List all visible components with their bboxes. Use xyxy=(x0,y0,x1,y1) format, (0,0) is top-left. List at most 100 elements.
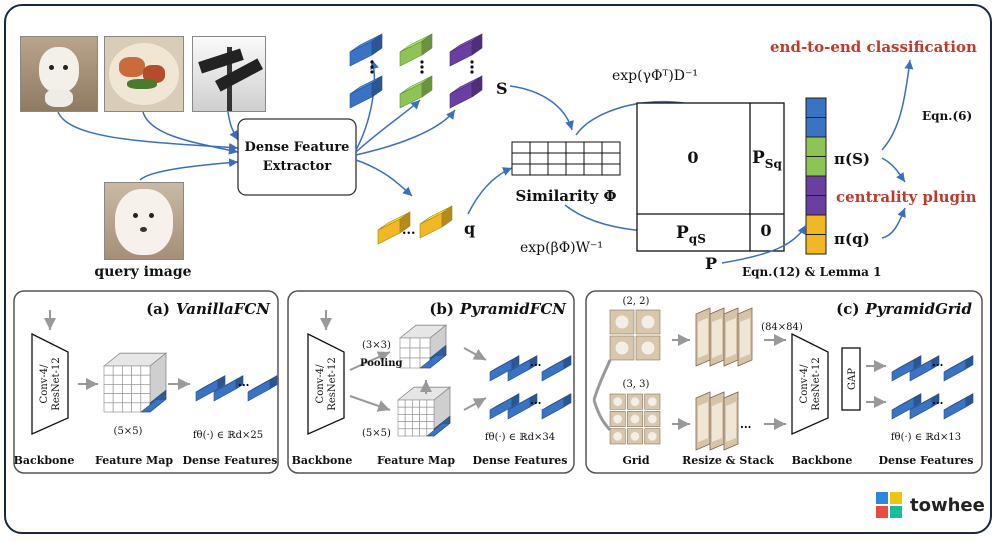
support-feature-2-dots xyxy=(420,60,424,74)
panel-c-formula: fθ(·) ∈ ℝd×13 xyxy=(891,432,961,443)
panel-b-label-dense: Dense Features xyxy=(473,454,568,467)
extractor-label-1: Dense Feature xyxy=(245,140,350,155)
similarity-cell xyxy=(565,163,585,176)
eqn12-arrow xyxy=(721,224,807,264)
dense-feature-5 xyxy=(909,393,940,420)
panel-c-label-dense: Dense Features xyxy=(879,454,974,467)
stack-dots: ... xyxy=(740,418,752,431)
vector-cell xyxy=(805,156,827,177)
panel-c-label-grid: Grid xyxy=(622,454,649,467)
feature-map-5x5 xyxy=(102,352,168,413)
panel-b-dense-features: ...... xyxy=(489,355,572,420)
panel-c-dense-features: ...... xyxy=(891,355,974,420)
similarity-cell xyxy=(547,141,567,154)
similarity-cell xyxy=(529,141,549,154)
panel-c-resize-stack: ... xyxy=(695,307,753,451)
panel-c-label-resize: Resize & Stack xyxy=(682,454,774,467)
support-features xyxy=(349,33,483,109)
similarity-cell xyxy=(583,141,603,154)
panel-a-dense-features: ... xyxy=(195,375,278,402)
similarity-cell xyxy=(511,163,531,176)
panel-a-label-backbone: Backbone xyxy=(14,454,75,467)
brand-name: towhee xyxy=(910,494,985,516)
similarity-cell xyxy=(601,152,621,165)
dense-feature-4 xyxy=(891,393,922,420)
stack-2x2 xyxy=(695,307,753,367)
panel-a-backbone xyxy=(31,332,69,436)
diagram-frame xyxy=(4,4,992,534)
dense-dots: ... xyxy=(932,394,944,407)
panel-a-backbone-text: Conv-4/ResNet-12 xyxy=(39,357,62,410)
dense-feature-1 xyxy=(489,355,520,382)
similarity-cell xyxy=(511,152,531,165)
dense-feature-3 xyxy=(943,355,974,382)
P-qS-label: PqS xyxy=(676,223,706,246)
panel-c-split-up xyxy=(592,359,612,401)
dense-feature-2 xyxy=(507,355,538,382)
dense-feature-5 xyxy=(507,393,538,420)
P-Sq-label: PSq xyxy=(752,148,782,171)
panel-c-grids xyxy=(609,309,661,445)
panel-c-resize-size: (84×84) xyxy=(761,322,803,333)
similarity-cell xyxy=(565,152,585,165)
similarity-label: Similarity Φ xyxy=(515,187,616,205)
support-feature-1-bottom xyxy=(349,75,383,109)
dense-feature-4 xyxy=(489,393,520,420)
food-photo xyxy=(104,36,184,112)
panel-b xyxy=(287,290,575,474)
support-feature-2-bottom xyxy=(399,75,433,109)
panel-b-pooling: Pooling xyxy=(360,358,402,369)
dense-feature-6 xyxy=(541,393,572,420)
vector-cell xyxy=(805,234,827,255)
support-feature-3-dots xyxy=(470,60,474,74)
extractor-label-2: Extractor xyxy=(263,159,332,174)
similarity-cell xyxy=(547,163,567,176)
dense-feature-6 xyxy=(943,393,974,420)
similarity-matrix xyxy=(511,141,621,176)
panel-c-split-down xyxy=(592,399,612,431)
pi-q-to-plugin-arrow xyxy=(881,207,906,239)
dense-dots: ... xyxy=(530,394,542,407)
panel-b-label-backbone: Backbone xyxy=(292,454,353,467)
towhee-logo-icon xyxy=(876,492,902,518)
P-label: P xyxy=(705,254,717,273)
towhee-logo: towhee xyxy=(876,492,985,518)
panel-b-title: (b)PyramidFCN xyxy=(429,300,567,318)
S-label: S xyxy=(496,79,508,98)
panel-b-label-feature-map: Feature Map xyxy=(377,454,455,467)
similarity-cell xyxy=(583,163,603,176)
panel-c xyxy=(585,290,983,474)
dense-dots: ... xyxy=(238,376,250,389)
dense-feature-1 xyxy=(891,355,922,382)
q-label: q xyxy=(464,219,475,238)
query-feature-1 xyxy=(377,211,411,245)
panel-a-label-feature-map: Feature Map xyxy=(95,454,173,467)
support-feature-3-top xyxy=(449,33,483,67)
query-feature-dots: ... xyxy=(402,223,416,238)
q-arrow xyxy=(467,167,513,215)
panel-c-title: (c)PyramidGrid xyxy=(836,300,972,318)
P-matrix xyxy=(636,102,785,252)
similarity-cell xyxy=(547,152,567,165)
panel-c-backbone xyxy=(791,332,829,436)
panel-a-title: (a)VanillaFCN xyxy=(146,300,271,318)
panel-b-formula: fθ(·) ∈ ℝd×34 xyxy=(485,432,555,443)
panel-b-pool-size: (3×3) xyxy=(362,340,391,351)
support-feature-3-bottom xyxy=(449,75,483,109)
similarity-cell xyxy=(565,141,585,154)
matrix-zero-top: 0 xyxy=(687,148,698,167)
pi-q-label: π(q) xyxy=(834,230,870,248)
panel-b-pooled-map xyxy=(398,324,448,369)
similarity-cell xyxy=(511,141,531,154)
similarity-cell xyxy=(529,152,549,165)
panel-b-feature-map xyxy=(396,386,452,437)
panel-c-label-backbone: Backbone xyxy=(792,454,853,467)
support-feature-1-dots xyxy=(370,60,374,74)
feature-map-3x3 xyxy=(398,324,448,369)
query-image-label: query image xyxy=(94,264,191,280)
dense-dots: ... xyxy=(932,356,944,369)
support-feature-2-top xyxy=(399,33,433,67)
exp-beta-label: exp(βΦ)W⁻¹ xyxy=(520,240,603,256)
vector-cell xyxy=(805,214,827,235)
